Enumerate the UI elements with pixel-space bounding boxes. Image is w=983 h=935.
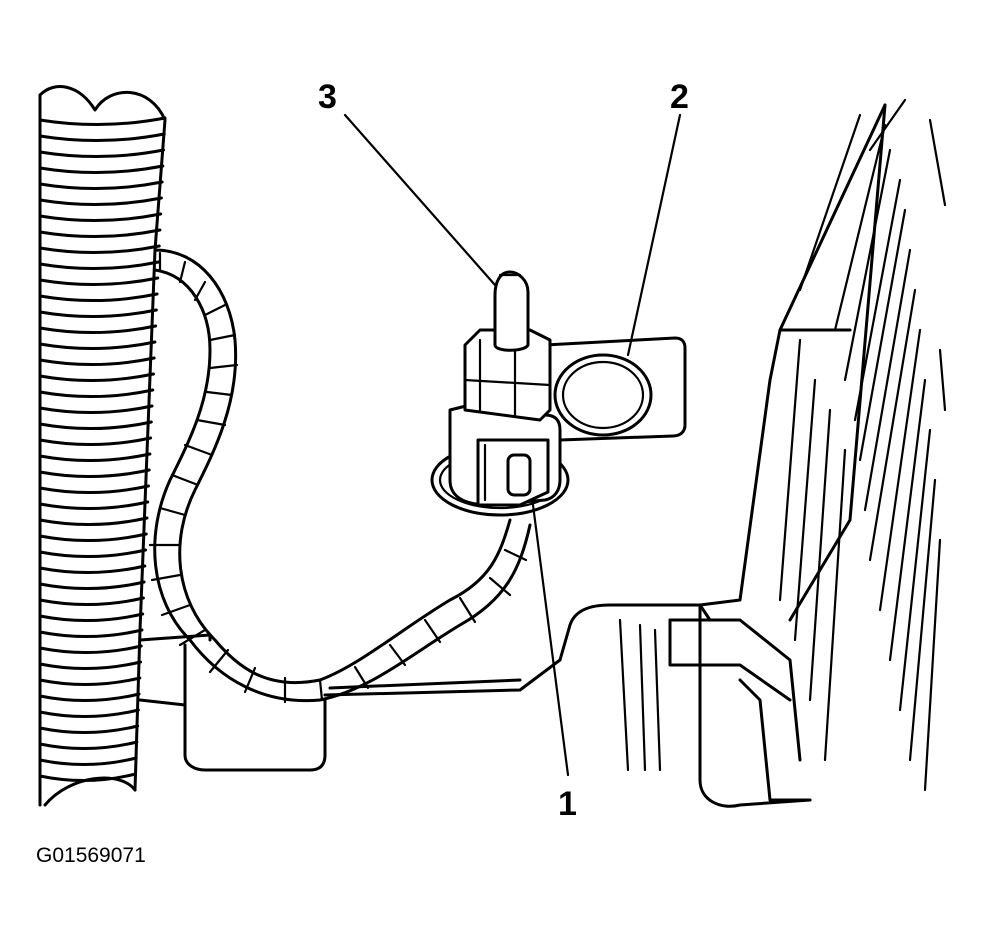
column-rib: [38, 660, 143, 671]
column-rib: [38, 484, 150, 495]
leader-2: [626, 113, 682, 357]
column-rib: [38, 628, 144, 639]
leader-3: [343, 113, 497, 287]
pedal-shading-line: [888, 378, 927, 662]
lower-bracket: [138, 603, 702, 772]
column-rib: [38, 260, 161, 271]
column-rib: [38, 724, 140, 734]
column-rib: [38, 196, 163, 207]
column-rib: [38, 324, 158, 335]
pedal-shading-line: [928, 118, 947, 207]
column-rib: [38, 228, 162, 239]
stoplamp-switch: [430, 270, 570, 517]
column-rib: [38, 244, 161, 255]
callout-2: 2: [670, 78, 689, 116]
pedal-shading-line: [923, 538, 942, 792]
column-rib: [38, 148, 166, 159]
corrugated-column: [38, 85, 167, 807]
pedal-shading-line: [793, 378, 817, 642]
column-rib: [38, 212, 163, 223]
callout-1: 1: [558, 785, 577, 823]
column-rib: [38, 340, 157, 351]
pedal-shading-line: [853, 178, 902, 422]
column-rib: [38, 708, 140, 718]
column-rib: [38, 644, 143, 655]
column-rib: [38, 548, 148, 559]
column-rib: [38, 404, 154, 415]
column-rib: [38, 356, 156, 367]
column-rib: [38, 388, 155, 399]
column-rib: [38, 116, 167, 127]
column-rib: [38, 612, 145, 623]
column-rib: [38, 468, 151, 479]
column-rib: [38, 180, 164, 191]
column-rib: [38, 676, 142, 687]
column-rib: [38, 692, 141, 703]
pedal-shading-line: [798, 113, 862, 292]
leader-1: [531, 503, 570, 777]
pedal-shading-line: [908, 478, 937, 762]
pedal-shading-line: [638, 623, 647, 772]
pedal-shading-line: [878, 328, 922, 612]
leader-lines: [343, 113, 682, 777]
pedal-shading-line: [898, 428, 932, 712]
column-rib: [38, 436, 153, 447]
pedal-shading-line: [868, 98, 907, 152]
column-rib: [38, 372, 155, 383]
column-rib: [38, 756, 138, 766]
column-rib: [38, 452, 152, 463]
pedal-shading-line: [653, 628, 662, 772]
column-rib: [38, 308, 158, 319]
column-rib: [38, 420, 153, 431]
column-rib: [38, 596, 145, 607]
pedal-shading-line: [858, 208, 907, 462]
pedal-shading-line: [618, 618, 630, 772]
column-rib: [38, 276, 160, 287]
pedal-assembly: [618, 98, 947, 808]
pedal-shading-line: [823, 448, 847, 762]
column-rib: [38, 164, 165, 175]
callout-3: 3: [318, 78, 337, 116]
column-rib: [38, 516, 149, 527]
column-rib: [38, 532, 148, 543]
column-rib: [38, 564, 147, 575]
mounting-plate: [544, 336, 687, 442]
column-rib: [38, 500, 150, 511]
column-rib: [38, 740, 139, 750]
pedal-shading-line: [868, 288, 917, 562]
column-rib: [38, 292, 159, 303]
wiring-harness: [148, 248, 532, 704]
pedal-shading-line: [863, 248, 912, 512]
column-rib: [38, 132, 166, 143]
pedal-shading-line: [778, 338, 802, 602]
column-rib: [38, 580, 146, 591]
pedal-shading-line: [938, 348, 947, 412]
pedal-shading-line: [808, 408, 832, 702]
figure-id: G01569071: [36, 844, 146, 867]
column-rib: [38, 772, 137, 782]
pedal-shading-line: [843, 148, 892, 382]
pedal-shading-line: [833, 123, 887, 332]
